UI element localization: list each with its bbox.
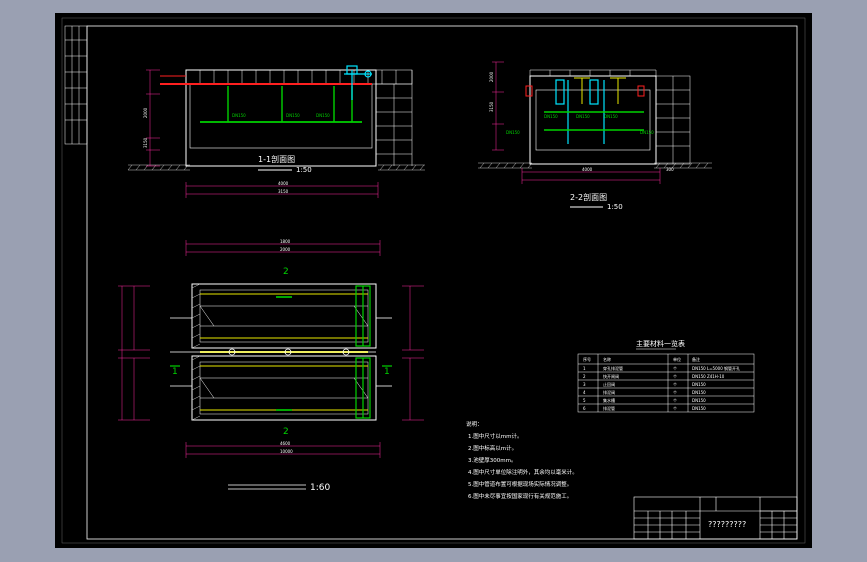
section-1-1: DN150 DN150 DN150 2000 3150 4000 3150 — [127, 65, 425, 198]
material-table-title: 主要材料一览表 — [636, 339, 685, 348]
material-table-cell: 排泥阀 — [603, 389, 615, 395]
section-2-title: 2-2剖面图 — [570, 192, 607, 202]
sec2-label-1: DN150 — [544, 114, 558, 119]
sec2-dim-h2: 300 — [666, 167, 674, 172]
material-table-cell: 6 — [583, 406, 586, 411]
plan-view: 1800 2000 2 — [118, 239, 424, 493]
cut-mark-1-left: 1 — [172, 367, 178, 377]
material-table-header: 备注 — [692, 356, 700, 362]
material-table-cell: DN150 — [692, 398, 706, 403]
cut-mark-2-top: 2 — [283, 267, 289, 277]
material-table-cell: 个 — [673, 382, 677, 387]
material-table-cell: 个 — [673, 406, 677, 411]
inner-border — [86, 25, 798, 540]
section-2-2: DN150 DN150 DN150 DN150 DN150 2000 3150 … — [478, 61, 712, 211]
material-table-cell: 2 — [583, 374, 586, 379]
drawing-name: ????????? — [708, 520, 746, 529]
material-table-cell: 个 — [673, 398, 677, 403]
material-table-cell: 集水槽 — [603, 397, 615, 403]
material-table-header: 单位 — [673, 356, 681, 362]
material-table-cell: 4 — [583, 390, 586, 395]
material-table-cell: DN150 — [692, 382, 706, 387]
material-table-cell: 止回阀 — [603, 381, 615, 387]
note-5: 5.图中管道布置可根据现场实际情况调整。 — [468, 480, 572, 488]
material-table-cell: 排泥管 — [603, 405, 615, 411]
material-table-header: 序号 — [583, 356, 591, 362]
sec2-label-5: DN150 — [640, 130, 654, 135]
plan-dim-bottom-2: 10000 — [280, 449, 293, 454]
note-3: 3.池壁厚300mm。 — [468, 456, 516, 464]
material-table-cell: 1 — [583, 366, 586, 371]
material-table-cell: 个 — [673, 374, 677, 379]
sec2-label-2: DN150 — [576, 114, 590, 119]
sec2-label-4: DN150 — [506, 130, 520, 135]
sec1-dim-0: 2000 — [143, 107, 148, 118]
note-2: 2.图中标高以m计。 — [468, 444, 517, 452]
material-table-cell: 个 — [673, 390, 677, 395]
note-6: 6.图中未尽事宜按国家现行有关规范施工。 — [468, 492, 572, 500]
drawing-sheet — [55, 13, 812, 548]
cut-mark-2-bottom: 2 — [283, 427, 289, 437]
title-block: ????????? — [633, 496, 798, 540]
outer-border — [61, 17, 806, 544]
note-1: 1.图中尺寸以mm计。 — [468, 432, 522, 440]
section-1-scale: 1:50 — [296, 166, 312, 174]
material-table-cell: DN150 — [692, 406, 706, 411]
sec2-dim-v1: 2000 — [489, 71, 494, 82]
plan-dim-top-1: 1800 — [280, 239, 291, 244]
material-table-cell: DN150 Z41H-10 — [692, 374, 725, 379]
plan-scale: 1:60 — [310, 483, 330, 493]
note-4: 4.图中尺寸单位除注明外，其余均以毫米计。 — [468, 468, 578, 476]
material-table-cell: 个 — [673, 366, 677, 371]
notes: 说明： 1.图中尺寸以mm计。 2.图中标高以m计。 3.池壁厚300mm。 4… — [466, 420, 578, 500]
sec1-bottom-dim-2: 3150 — [278, 189, 289, 194]
binding-strip — [64, 25, 88, 145]
sec1-label-3: DN150 — [316, 113, 330, 118]
sec2-dim-h1: 4000 — [582, 167, 593, 172]
material-table-header: 名称 — [603, 356, 611, 362]
material-table-cell: 5 — [583, 398, 586, 403]
sec2-dim-v2: 3150 — [489, 101, 494, 112]
material-table-cell: 快开闸阀 — [603, 373, 619, 379]
sec1-label-1: DN150 — [232, 113, 246, 118]
sec1-bottom-dim: 4000 — [278, 181, 289, 186]
section-2-scale: 1:50 — [607, 203, 623, 211]
material-table-cell: 3 — [583, 382, 586, 387]
plan-dim-top-2: 2000 — [280, 247, 291, 252]
notes-title: 说明： — [466, 420, 483, 428]
plan-dim-bottom-1: 4600 — [280, 441, 291, 446]
sec1-label-2: DN150 — [286, 113, 300, 118]
material-table-cell: DN150 L=5000 钢管开孔 — [692, 365, 740, 371]
material-table-cell: DN150 — [692, 390, 706, 395]
material-table-cell: 穿孔排泥管 — [603, 365, 623, 371]
sec2-label-3: DN150 — [604, 114, 618, 119]
cut-mark-1-right: 1 — [384, 367, 390, 377]
section-1-title: 1-1剖面图 — [258, 154, 295, 164]
sec1-dim-1: 3150 — [143, 137, 148, 148]
